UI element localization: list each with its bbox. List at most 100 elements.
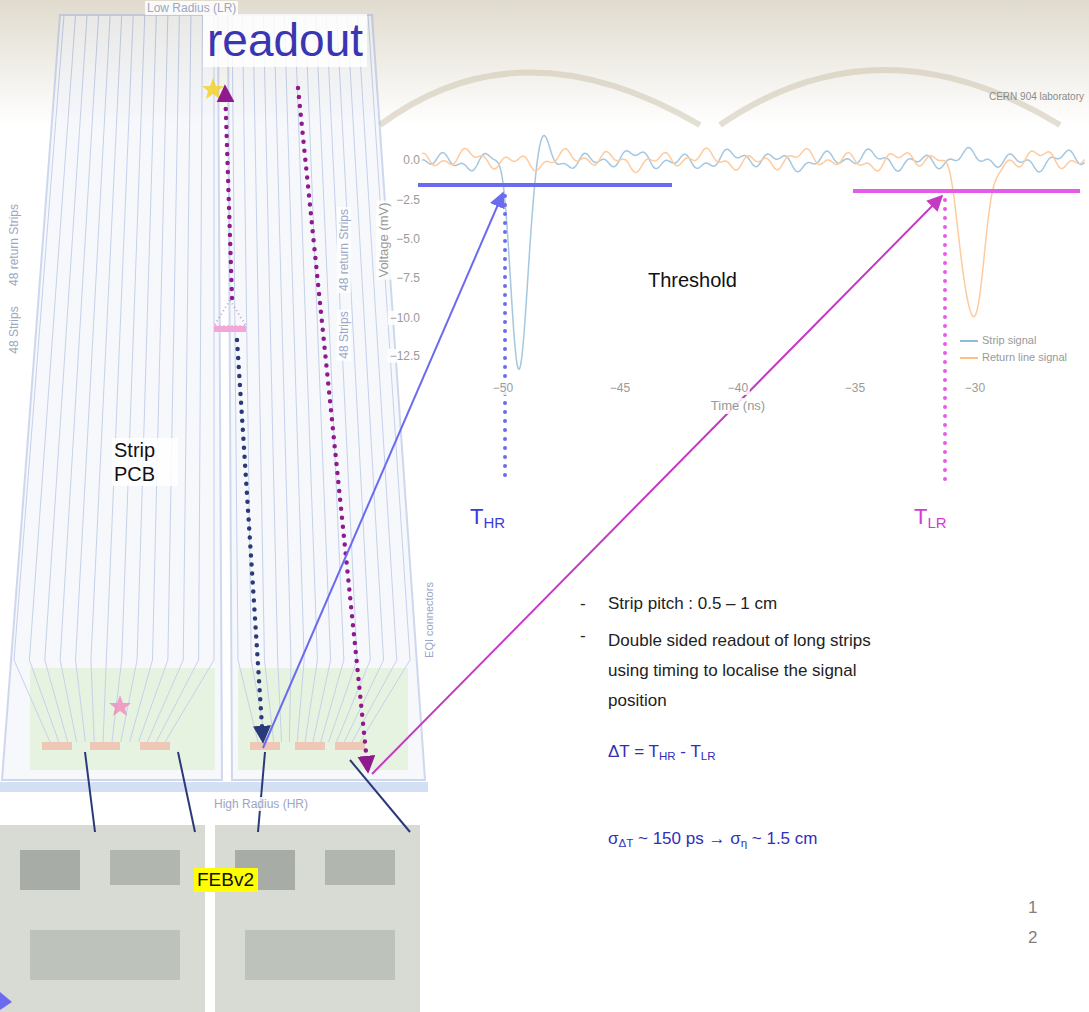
strip-lines <box>316 15 344 742</box>
connector-label: EQI connectors <box>423 582 436 658</box>
feb-board-photo <box>30 930 180 980</box>
legend-text: Return line signal <box>982 351 1067 363</box>
strip-lines <box>253 15 274 742</box>
strip-lines <box>242 15 265 742</box>
axis-title: Voltage (mV) <box>376 200 392 279</box>
threshold-label: Threshold <box>648 268 737 292</box>
strip-lines <box>121 15 157 742</box>
signal-plot <box>421 148 1085 317</box>
time-arrows <box>263 193 942 774</box>
board-name-highlight: FEBv2 <box>194 868 258 892</box>
threshold-bars <box>418 185 1080 191</box>
markers <box>214 326 246 332</box>
strip-lines <box>305 15 330 742</box>
signal-plot <box>421 135 1085 369</box>
strip-lines <box>147 15 191 742</box>
feb-board-photo <box>215 825 420 1012</box>
axis-tick: −50 <box>491 381 515 395</box>
dotted-time-lines <box>503 196 507 478</box>
axis-tick: −2.5 <box>394 193 422 207</box>
threshold-bars <box>853 189 1080 193</box>
bullet-mark: - <box>580 626 586 646</box>
dotted-time-lines <box>943 200 947 480</box>
axis-tick: −10.0 <box>388 311 422 325</box>
strip-pcb-drawing <box>335 742 365 750</box>
bullet-mark: - <box>580 594 586 614</box>
feb-board-photo <box>20 850 80 890</box>
strip-pcb-drawing <box>42 742 72 750</box>
feb-board-photo <box>245 930 395 980</box>
axis-tick: −30 <box>963 381 987 395</box>
strip-pcb-drawing <box>2 15 222 780</box>
legend-entry: Strip signal <box>958 334 1038 346</box>
strip-pcb-drawing <box>140 742 170 750</box>
strip-lines <box>76 15 111 742</box>
strip-lines <box>60 15 98 742</box>
strip-lines <box>360 15 410 742</box>
signal-path-arrows <box>298 88 368 772</box>
axis-tick: −7.5 <box>394 271 422 285</box>
strip-count: 48 return Strips <box>337 207 351 293</box>
leader-lines <box>258 752 265 832</box>
strip-lines <box>295 15 318 742</box>
photo-credit: CERN 904 laboratory <box>989 91 1084 103</box>
feb-board-photo <box>325 850 395 885</box>
strip-lines <box>138 15 179 742</box>
strip-lines <box>14 15 410 742</box>
leader-lines <box>178 752 195 832</box>
axis-tick: −45 <box>608 381 632 395</box>
legend-swatch <box>960 357 978 359</box>
strip-lines <box>29 15 75 742</box>
strip-pcb-drawing <box>0 782 428 792</box>
legend-entry: Return line signal <box>958 351 1069 363</box>
axis-tick: −5.0 <box>394 232 422 246</box>
strip-lines <box>263 15 281 742</box>
region-label: High Radius (HR) <box>212 797 310 811</box>
strip-lines <box>91 15 122 742</box>
time-label: THR <box>470 504 505 532</box>
strip-count: 48 Strips <box>7 306 21 353</box>
part-name: Strip PCB <box>112 438 178 486</box>
feb-board-photo <box>0 825 420 1012</box>
board-name: FEBv2 <box>197 869 255 891</box>
background-photo <box>380 73 700 126</box>
region-label: Low Radius (LR) <box>145 1 238 15</box>
strip-pcb-drawing <box>30 668 215 770</box>
legend-swatch <box>960 340 978 342</box>
strip-pcb-drawing <box>90 742 120 750</box>
leader-lines <box>85 752 410 832</box>
strip-lines <box>130 15 168 742</box>
time-label: TLR <box>914 504 947 532</box>
markers <box>214 300 246 326</box>
dotted-time-lines <box>505 196 945 480</box>
signal-plot <box>421 135 1085 369</box>
feb-board-photo <box>110 850 180 885</box>
axis-tick: 0.0 <box>401 153 422 167</box>
formula: ΔT = THR - TLR <box>608 742 716 764</box>
leader-lines <box>85 752 95 832</box>
bullet-text: Double sided readout of long strips usin… <box>608 626 880 716</box>
threshold-bars <box>418 183 672 187</box>
legend-text: Strip signal <box>982 334 1036 346</box>
axis-title: Time (ns) <box>709 398 767 414</box>
axis-tick: −12.5 <box>388 349 422 363</box>
slide-title: readout <box>203 14 367 67</box>
resolution-note: σΔT ~ 150 ps → ση ~ 1.5 cm <box>608 829 817 851</box>
strip-pcb-drawing <box>228 15 425 780</box>
page-number: 12 <box>1028 893 1039 953</box>
axis-tick: −35 <box>843 381 867 395</box>
feb-board-photo <box>0 825 205 1012</box>
strip-count: 48 Strips <box>337 309 351 360</box>
markers <box>109 78 246 716</box>
leader-lines <box>350 760 410 832</box>
strip-pcb-drawing <box>0 15 428 792</box>
strip-lines <box>165 15 214 742</box>
strip-lines <box>352 15 397 742</box>
time-arrows <box>372 196 942 774</box>
signal-path-arrows <box>225 86 232 298</box>
strip-count: 48 return Strips <box>7 204 21 286</box>
strip-lines <box>232 15 258 742</box>
markers <box>202 78 224 99</box>
strip-lines <box>103 15 133 742</box>
